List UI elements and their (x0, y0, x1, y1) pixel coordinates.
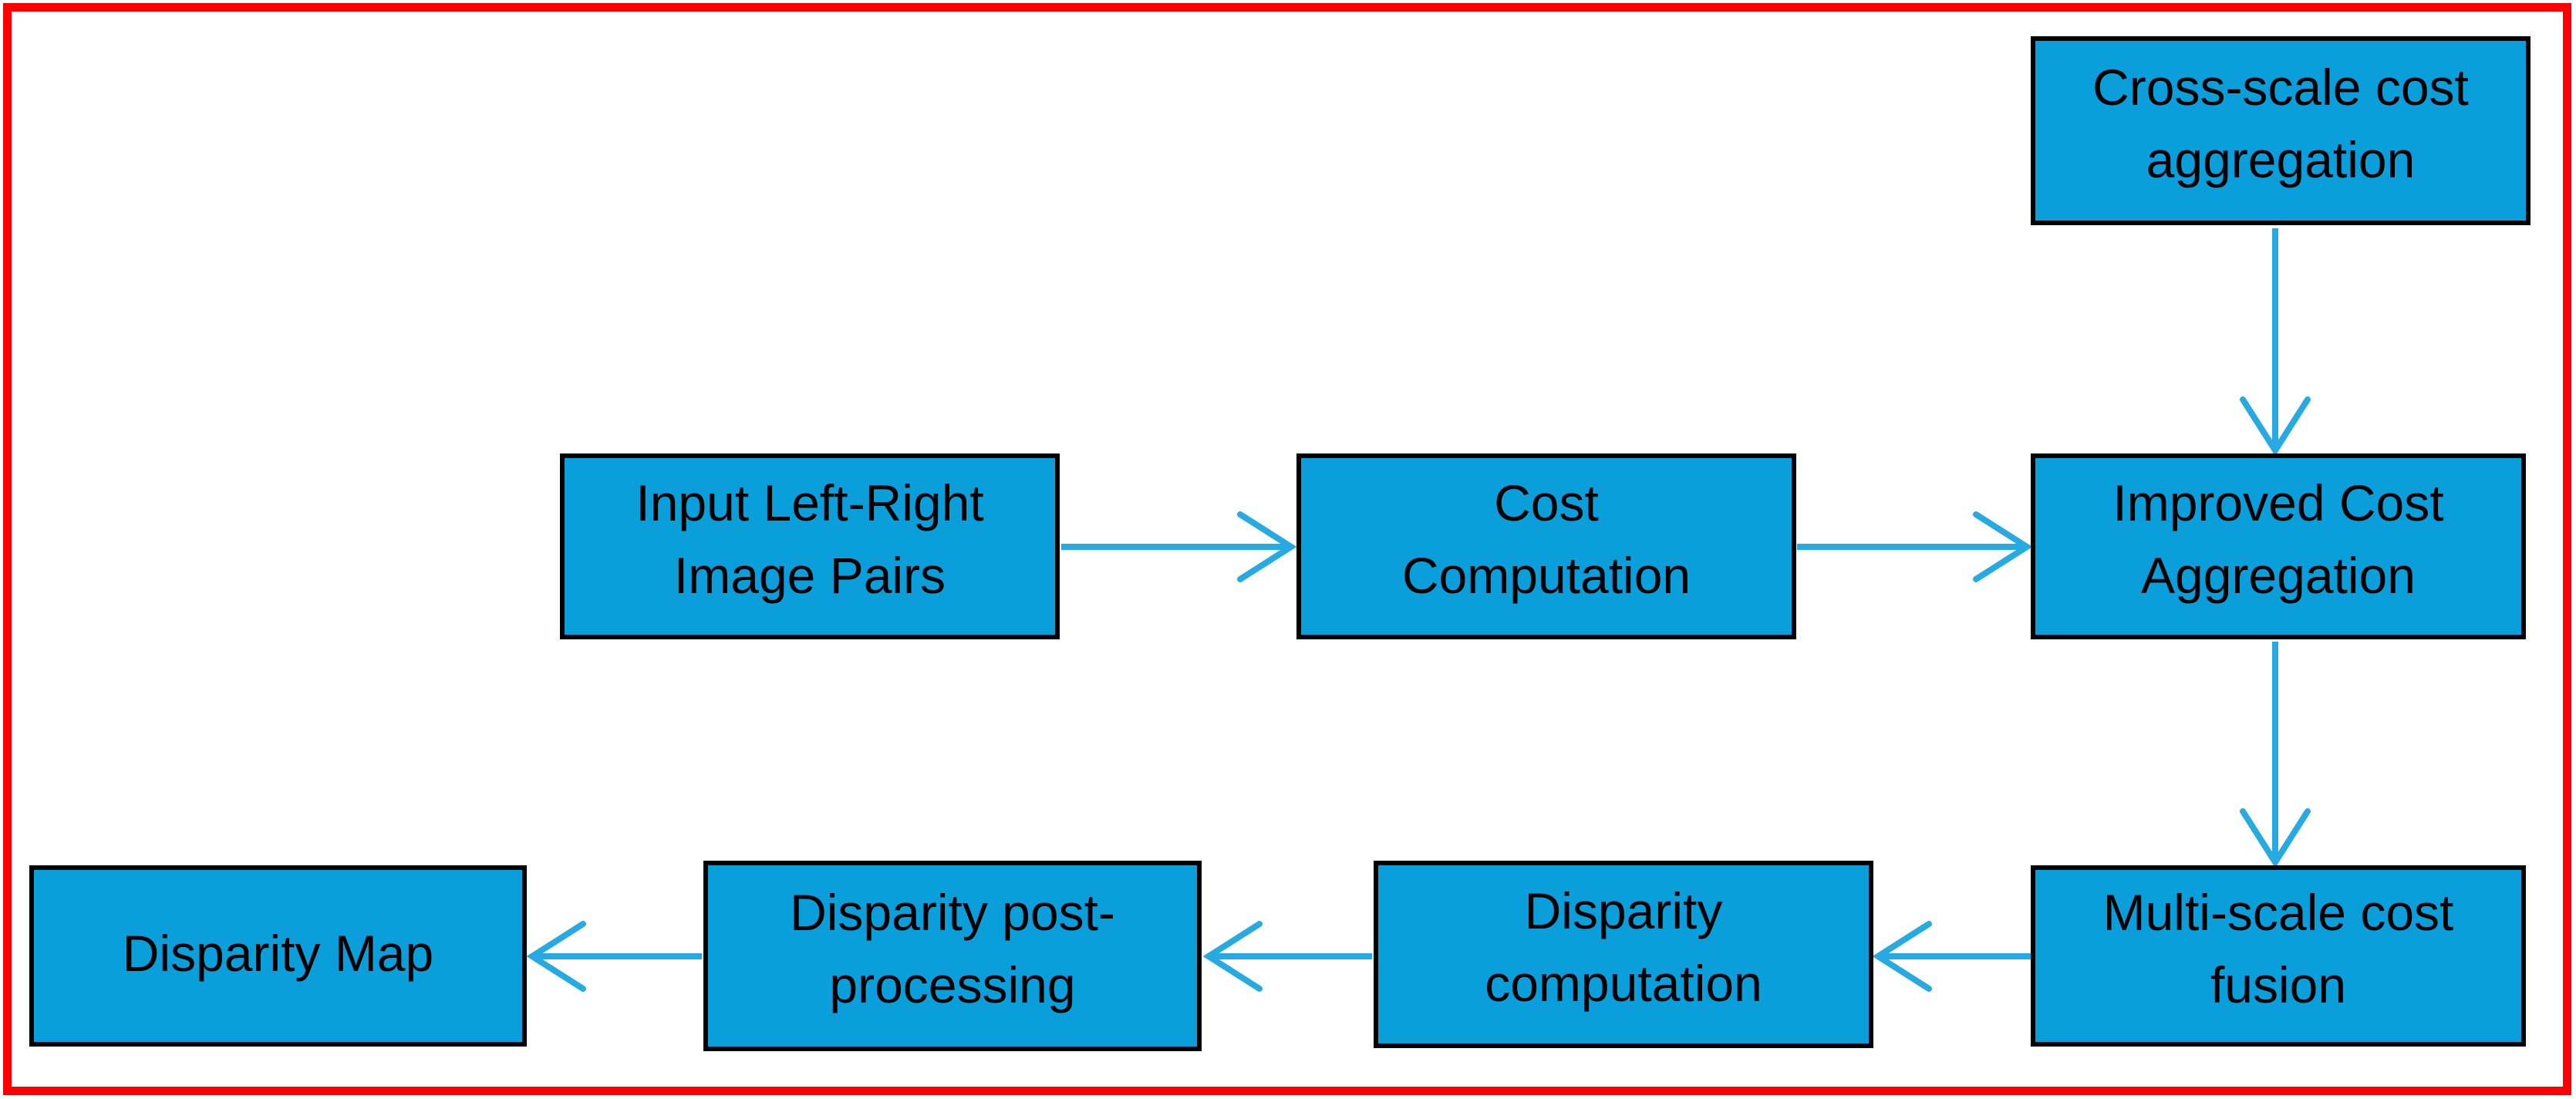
node-label: Disparity post- processing (790, 883, 1115, 1013)
node-label: Cost Computation (1401, 474, 1691, 604)
node-disparity-map: Disparity Map (29, 865, 527, 1047)
outer-red-border (3, 3, 2571, 1095)
node-label: Multi-scale cost fusion (2102, 883, 2454, 1013)
node-multi-scale-cost-fusion: Multi-scale cost fusion (2031, 865, 2526, 1047)
node-label: Disparity Map (122, 924, 434, 982)
node-label: Disparity computation (1485, 882, 1762, 1012)
node-label: Input Left-Right Image Pairs (636, 474, 984, 604)
node-disparity-post-processing: Disparity post- processing (703, 861, 1202, 1051)
node-disparity-computation: Disparity computation (1374, 861, 1873, 1048)
node-cost-computation: Cost Computation (1296, 453, 1796, 639)
node-label: Cross-scale cost aggregation (2092, 58, 2469, 188)
node-improved-cost-aggregation: Improved Cost Aggregation (2031, 453, 2526, 639)
node-label: Improved Cost Aggregation (2112, 474, 2444, 604)
node-cross-scale-cost-aggregation: Cross-scale cost aggregation (2031, 36, 2530, 225)
node-input-left-right-image-pairs: Input Left-Right Image Pairs (560, 453, 1060, 639)
